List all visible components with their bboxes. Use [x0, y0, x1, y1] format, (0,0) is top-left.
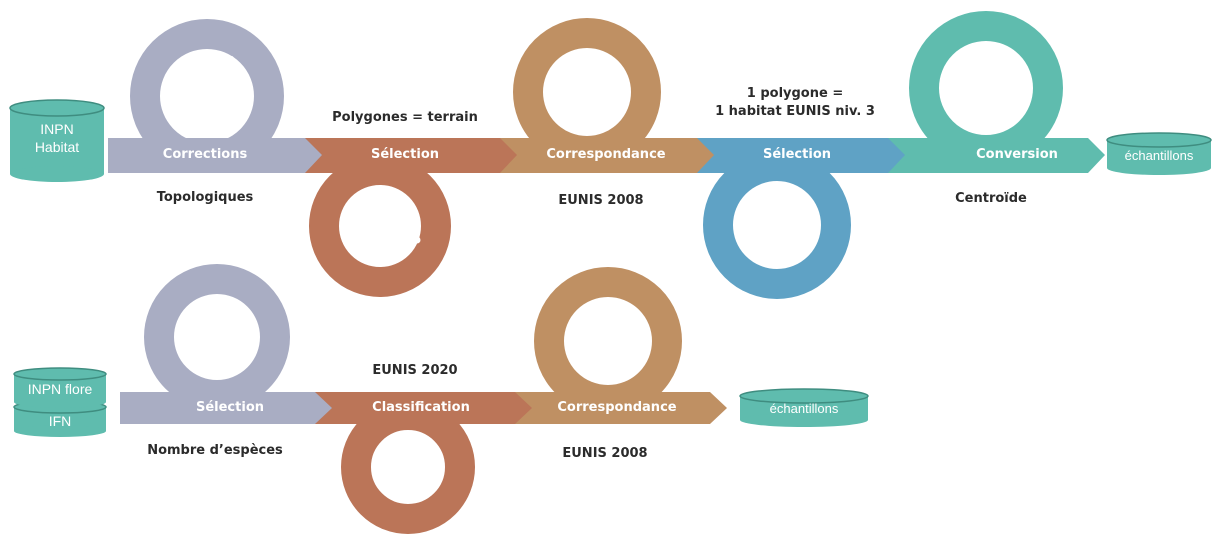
caption-topologiques: Topologiques: [156, 190, 254, 205]
input-database-inpn-habitat: [9, 99, 105, 182]
refresh-icon: [582, 317, 634, 365]
ring-correspondance-1: [513, 18, 661, 166]
stage-label-selection-3: Sélection: [195, 400, 264, 415]
arrow-correspondance-2: [515, 392, 727, 424]
magnifier-icon: [197, 322, 235, 360]
caption-centroide: Centroïde: [955, 191, 1027, 206]
caption-eunis-2008-2: EUNIS 2008: [562, 446, 648, 461]
output-database-1: [1106, 132, 1212, 175]
stage-label-classification: Classification: [372, 400, 470, 415]
output-db-label-2: échantillons: [769, 401, 839, 416]
caption-eunis-2008-1: EUNIS 2008: [558, 193, 644, 208]
arrow-selection-1: [305, 138, 522, 173]
pencil-icon: [180, 55, 242, 117]
arrow-selection-3: [120, 392, 337, 424]
caption-polygones-terrain: Polygones = terrain: [332, 110, 478, 125]
magnifier-icon: [379, 202, 417, 240]
ring-selection-1: [309, 155, 451, 297]
arrow-conversion: [888, 138, 1105, 173]
ring-classification: [341, 400, 475, 534]
input-db-label-ifn: IFN: [48, 413, 72, 429]
stage-label-corrections: Corrections: [162, 147, 248, 162]
stage-label-correspondance-1: Correspondance: [546, 147, 666, 162]
laptop-icon: [383, 450, 439, 492]
input-db-label: INPN Habitat: [34, 121, 80, 155]
magnifier-icon: [775, 194, 813, 232]
ring-correspondance-2: [534, 267, 682, 415]
arrow-classification: [315, 392, 537, 424]
arrow-selection-2: [697, 138, 910, 173]
stage-label-correspondance-2: Correspondance: [557, 400, 677, 415]
output-db-label-1: échantillons: [1124, 148, 1194, 163]
stage-label-selection-2: Sélection: [762, 147, 831, 162]
arrow-correspondance-1: [500, 138, 719, 173]
input-database-inpn-flore: [13, 367, 107, 408]
stage-label-conversion: Conversion: [976, 147, 1058, 162]
caption-nombre-especes: Nombre d’espèces: [147, 443, 283, 458]
arrow-corrections: [108, 138, 327, 173]
target-icon: [961, 58, 1016, 113]
stage-label-selection-1: Sélection: [370, 147, 439, 162]
ring-selection-3: [144, 264, 290, 410]
input-db-label-inpn-flore: INPN flore: [27, 381, 93, 397]
caption-eunis-2020: EUNIS 2020: [372, 363, 458, 378]
caption-polygone-habitat: 1 polygone = 1 habitat EUNIS niv. 3: [715, 86, 875, 119]
output-database-2: [739, 388, 869, 427]
ring-selection-2: [703, 151, 851, 299]
refresh-icon: [561, 68, 613, 116]
